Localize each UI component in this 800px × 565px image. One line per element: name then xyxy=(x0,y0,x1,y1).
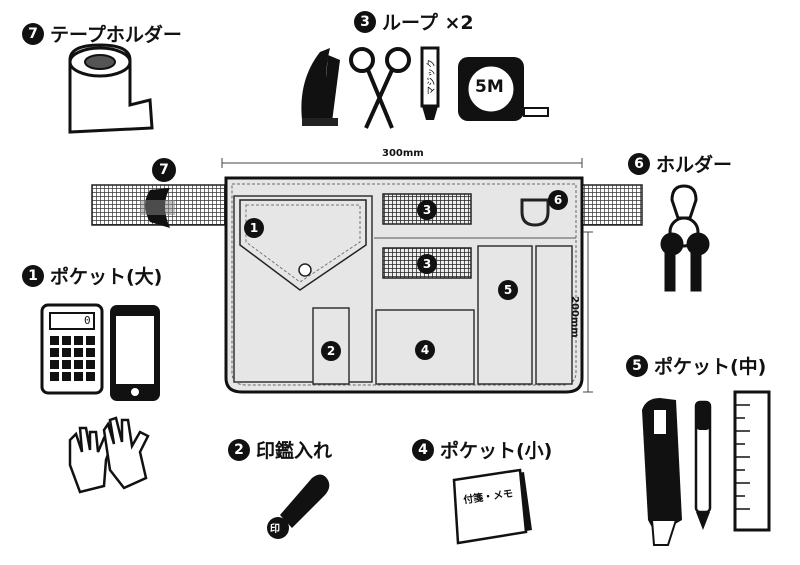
marker: マジック xyxy=(420,46,440,120)
pouch-marker-4: 4 xyxy=(415,340,435,360)
stamp-label: 印 xyxy=(270,524,280,535)
scissors xyxy=(349,47,411,129)
label-pocket-large-text: ポケット(大) xyxy=(50,266,163,288)
marker-num-4: 4 xyxy=(412,438,434,461)
marker-num-7: 7 xyxy=(22,22,44,45)
dimension-height: 200mm xyxy=(569,296,580,338)
label-stamp-case: 2 印鑑入れ xyxy=(228,436,332,463)
label-pocket-small: 4 ポケット(小) xyxy=(412,436,552,463)
label-pocket-medium-text: ポケット(中) xyxy=(654,356,767,378)
cutter xyxy=(642,398,682,546)
calculator xyxy=(40,303,104,395)
tape-measure xyxy=(458,57,549,121)
stapler xyxy=(301,48,340,126)
sticky-notes xyxy=(452,468,532,545)
dimension-lines xyxy=(221,158,593,393)
pouch-marker-3a: 3 xyxy=(417,200,437,220)
smartphone xyxy=(110,305,160,401)
pouch-body xyxy=(224,176,584,394)
marker-num-1: 1 xyxy=(22,264,44,287)
ruler xyxy=(733,390,771,532)
label-loop-text: ループ ×2 xyxy=(382,12,474,34)
label-pocket-medium: 5 ポケット(中) xyxy=(626,352,766,379)
pouch-marker-6: 6 xyxy=(548,190,568,210)
marker-num-5: 5 xyxy=(626,354,648,377)
tape-roll xyxy=(68,43,154,134)
pouch-marker-5: 5 xyxy=(498,280,518,300)
svg-text:マジック: マジック xyxy=(426,59,437,95)
pouch-marker-1: 1 xyxy=(244,218,264,238)
pen xyxy=(694,400,712,530)
marker-num-2: 2 xyxy=(228,438,250,461)
label-stamp-case-text: 印鑑入れ xyxy=(256,440,333,462)
label-tape-holder: 7 テープホルダー xyxy=(22,20,182,47)
label-pocket-large: 1 ポケット(大) xyxy=(22,262,162,289)
label-tape-holder-text: テープホルダー xyxy=(50,24,182,46)
keys xyxy=(660,184,710,292)
label-holder-text: ホルダー xyxy=(656,154,733,176)
pouch-marker-7: 7 xyxy=(152,158,176,182)
marker-num-3: 3 xyxy=(354,10,376,33)
label-pocket-small-text: ポケット(小) xyxy=(440,440,553,462)
label-loop: 3 ループ ×2 xyxy=(354,8,474,35)
pouch-marker-2: 2 xyxy=(321,341,341,361)
pouch-marker-3b: 3 xyxy=(417,254,437,274)
stamp xyxy=(267,474,330,539)
tape-measure-label: 5M xyxy=(475,77,504,97)
dimension-width: 300mm xyxy=(382,148,424,159)
calculator-display: 0 xyxy=(84,314,91,327)
gloves xyxy=(68,416,150,494)
marker-num-6: 6 xyxy=(628,152,650,175)
label-holder: 6 ホルダー xyxy=(628,150,732,177)
